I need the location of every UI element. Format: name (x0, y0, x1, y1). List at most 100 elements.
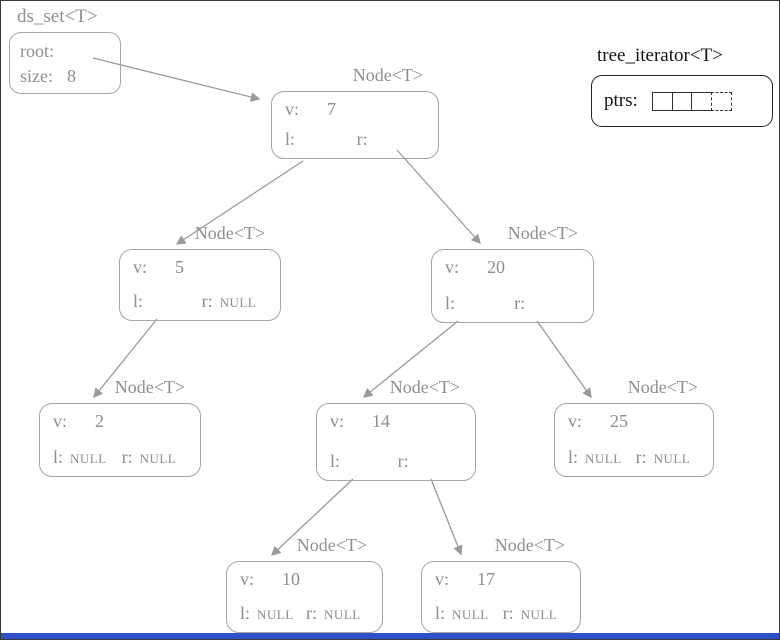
tree-node-5: Node<T> v: 5 l: r:NULL (119, 223, 281, 321)
v-label: v: (133, 257, 148, 277)
left-pointer: l: NULL (53, 447, 107, 468)
left-null: NULL (70, 451, 107, 466)
value-row: v: 10 (240, 569, 300, 590)
v-label: v: (445, 257, 460, 277)
l-label: l: (445, 293, 456, 313)
right-pointer: r: (398, 451, 416, 472)
r-label: r: (514, 293, 526, 313)
node-title: Node<T> (494, 535, 565, 555)
node-value: 20 (487, 257, 506, 277)
tree-node-2: Node<T> v: 2 l: NULL r: NULL (39, 377, 201, 477)
tree-iterator-title: tree_iterator<T> (597, 45, 723, 66)
left-pointer: l: (330, 451, 347, 472)
node-value: 14 (372, 411, 391, 431)
v-label: v: (330, 411, 345, 431)
left-pointer: l: NULL (568, 447, 622, 468)
node-title: Node<T> (296, 535, 367, 555)
tree-node-14: Node<T> v: 14 l: r: (316, 377, 476, 481)
node-title: Node<T> (627, 377, 698, 397)
left-null: NULL (585, 451, 622, 466)
tree-node-17: Node<T> v: 17 l: NULL r:NULL (421, 535, 581, 633)
left-pointer: l:NULL (240, 603, 294, 624)
left-pointer: l: (285, 129, 302, 150)
node-box: v: 20 l: r: (431, 249, 594, 323)
node-value: 10 (282, 569, 301, 589)
node-value: 7 (327, 99, 337, 119)
right-pointer: r: NULL (122, 447, 177, 468)
value-row: v: 25 (568, 411, 628, 432)
right-null: NULL (653, 451, 691, 466)
node-value: 17 (477, 569, 496, 589)
tree-node-7: Node<T> v: 7 l: r: (271, 65, 439, 159)
node-box: v: 14 l: r: (316, 403, 476, 481)
node-value: 2 (95, 411, 105, 431)
node-title: Node<T> (352, 65, 423, 85)
left-pointer: l: (133, 291, 150, 312)
v-label: v: (435, 569, 450, 589)
ptrs-label: ptrs: (604, 90, 638, 111)
root-pointer-row: root: (20, 39, 120, 64)
value-row: v: 17 (435, 569, 495, 590)
v-label: v: (285, 99, 300, 119)
node-box: v: 2 l: NULL r: NULL (39, 403, 201, 477)
r-label: r: (397, 451, 409, 471)
right-pointer: r: (514, 293, 532, 314)
r-label: r: (121, 447, 133, 467)
value-row: v: 20 (445, 257, 505, 278)
size-label: size: (20, 66, 53, 86)
r-label: r: (356, 129, 368, 149)
right-pointer: r:NULL (503, 603, 558, 624)
tree-node-25: Node<T> v: 25 l: NULL r: NULL (554, 377, 714, 477)
tree-iterator-box: ptrs: (591, 75, 773, 127)
bottom-blue-bar (1, 633, 779, 639)
ptr-cell-dashed (710, 91, 732, 111)
value-row: v: 5 (133, 257, 184, 278)
node-title: Node<T> (389, 377, 460, 397)
right-pointer: r: (357, 129, 375, 150)
ptrs-array (652, 91, 732, 111)
node-box: v: 7 l: r: (271, 91, 439, 159)
node-value: 5 (175, 257, 185, 277)
node-box: v: 5 l: r:NULL (119, 249, 281, 321)
v-label: v: (568, 411, 583, 431)
l-label: l: (53, 447, 64, 467)
r-label: r: (635, 447, 647, 467)
value-row: v: 14 (330, 411, 390, 432)
left-pointer: l: (445, 293, 462, 314)
right-pointer: r:NULL (202, 291, 257, 312)
right-null: NULL (139, 451, 177, 466)
size-row: size: 8 (20, 64, 120, 89)
l-label: l: (435, 603, 446, 623)
ds-set-box: root: size: 8 (9, 32, 121, 94)
left-null: NULL (452, 607, 489, 622)
right-null: NULL (520, 607, 558, 622)
node-box: v: 17 l: NULL r:NULL (421, 561, 581, 633)
l-label: l: (568, 447, 579, 467)
node-title: Node<T> (507, 223, 578, 243)
ptr-cell (691, 91, 713, 111)
l-label: l: (133, 291, 144, 311)
size-value: 8 (67, 66, 76, 86)
l-label: l: (330, 451, 341, 471)
v-label: v: (53, 411, 68, 431)
value-row: v: 2 (53, 411, 104, 432)
tree-node-20: Node<T> v: 20 l: r: (431, 223, 594, 323)
ptr-cell (652, 91, 674, 111)
node-box: v: 10 l:NULL r:NULL (226, 561, 383, 633)
value-row: v: 7 (285, 99, 336, 120)
right-null: NULL (219, 295, 257, 310)
right-pointer: r: NULL (636, 447, 691, 468)
left-pointer: l: NULL (435, 603, 489, 624)
node-box: v: 25 l: NULL r: NULL (554, 403, 714, 477)
tree-node-10: Node<T> v: 10 l:NULL r:NULL (226, 535, 383, 633)
right-pointer: r:NULL (306, 603, 361, 624)
l-label: l: (240, 603, 251, 623)
root-label: root: (20, 41, 54, 61)
l-label: l: (285, 129, 296, 149)
node-title: Node<T> (194, 223, 265, 243)
node-value: 25 (610, 411, 629, 431)
ptr-cell (671, 91, 693, 111)
v-label: v: (240, 569, 255, 589)
node-title: Node<T> (114, 377, 185, 397)
